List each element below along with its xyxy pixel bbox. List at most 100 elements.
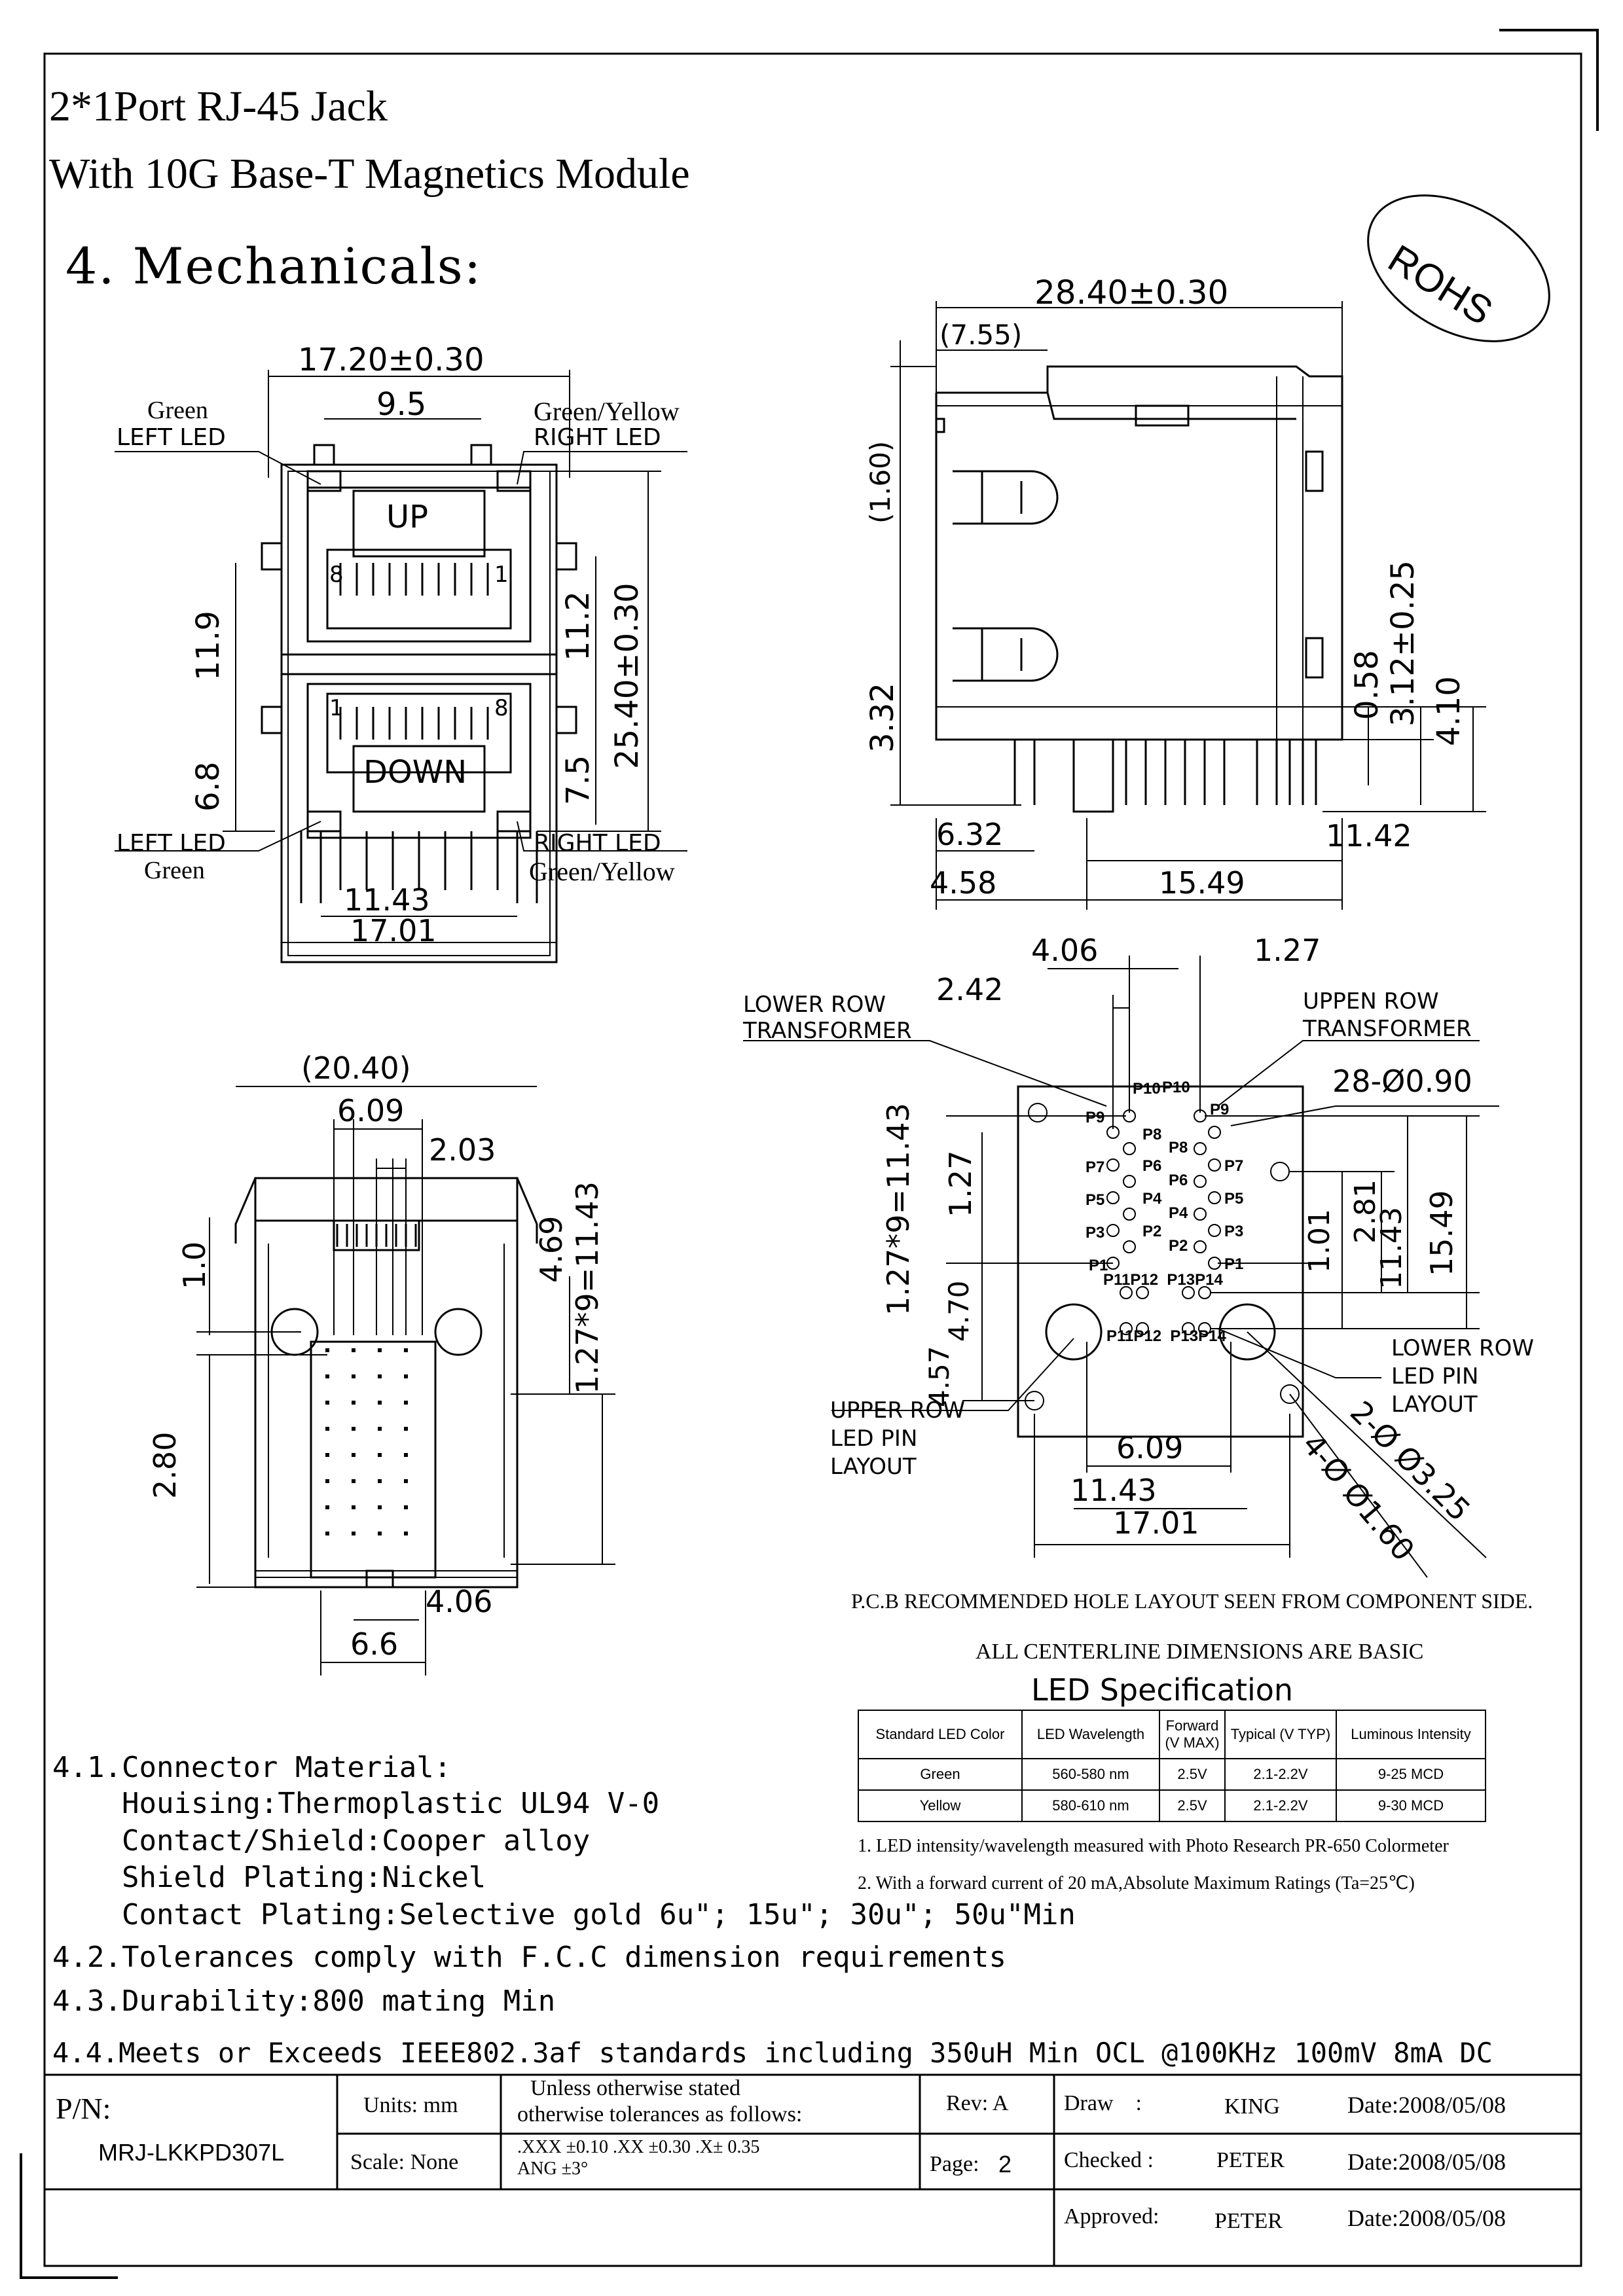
pin-label: P7 — [1085, 1158, 1105, 1176]
pn-value: MRJ-LKKPD307L — [98, 2139, 285, 2166]
approved-name: PETER — [1214, 2209, 1283, 2233]
bottom-dim-20-40: (20.40) — [301, 1050, 411, 1086]
pcb-dim-11-43-h: 11.43 — [1070, 1473, 1157, 1508]
material-line-4: Shield Plating:Nickel — [52, 1861, 486, 1894]
title-line-1: 2*1Port RJ-45 Jack — [49, 82, 388, 130]
upper-row-transformer-l1: UPPEN ROW — [1303, 988, 1439, 1014]
led-cell: 9-30 MCD — [1336, 1789, 1486, 1822]
pin8-down-label: 8 — [494, 695, 509, 721]
lower-row-transformer-l2: TRANSFORMER — [743, 1018, 912, 1044]
led-cell: 2.5V — [1159, 1789, 1226, 1822]
led-header-typical: Typical (V TYP) — [1224, 1710, 1337, 1759]
led-note-1: 1. LED intensity/wavelength measured wit… — [858, 1836, 1449, 1856]
pin-label: P1 — [1089, 1257, 1108, 1274]
right-led-label-top: RIGHT LED — [534, 424, 661, 451]
lower-row-transformer-l1: LOWER ROW — [743, 992, 886, 1018]
green-label-top: Green — [147, 397, 208, 424]
pin8-up-label: 8 — [329, 562, 344, 588]
bottom-dim-2-03: 2.03 — [429, 1132, 496, 1168]
material-line-3: Contact/Shield:Cooper alloy — [52, 1824, 591, 1857]
led-cell: 2.1-2.2V — [1224, 1789, 1337, 1822]
led-cell: 2.1-2.2V — [1224, 1758, 1337, 1791]
pn-label: P/N: — [56, 2092, 111, 2125]
pcb-note-1: P.C.B RECOMMENDED HOLE LAYOUT SEEN FROM … — [851, 1589, 1533, 1613]
side-dim-4-58: 4.58 — [930, 865, 997, 901]
upper-row-led-l2: LED PIN — [830, 1426, 918, 1452]
upper-row-transformer-l2: TRANSFORMER — [1303, 1016, 1472, 1042]
material-line-6: 4.2.Tolerances comply with F.C.C dimensi… — [52, 1941, 1006, 1974]
tolerance-line-2: otherwise tolerances as follows: — [517, 2102, 803, 2126]
pcb-note-2: ALL CENTERLINE DIMENSIONS ARE BASIC — [976, 1640, 1424, 1664]
pcb-dim-1-27-top: 1.27 — [1254, 933, 1321, 968]
pin-label: P2 — [1169, 1237, 1188, 1255]
pin-label: P1 — [1224, 1255, 1244, 1273]
pin-label: P5 — [1085, 1191, 1105, 1209]
led-cell: Yellow — [858, 1789, 1023, 1822]
material-line-5: Contact Plating:Selective gold 6u"; 15u"… — [52, 1898, 1076, 1931]
tolerance-line-1: Unless otherwise stated — [530, 2076, 741, 2100]
title-line-2: With 10G Base-T Magnetics Module — [49, 150, 690, 198]
draw-name: KING — [1224, 2094, 1280, 2119]
checked-name: PETER — [1216, 2148, 1285, 2172]
bottom-dim-4-06: 4.06 — [426, 1584, 493, 1619]
left-led-label-top: LEFT LED — [117, 424, 226, 451]
units-field: Units: mm — [363, 2093, 458, 2117]
led-spec-table: Standard LED Color LED Wavelength Forwar… — [858, 1710, 1486, 1822]
led-pin-label-bottom: P11P12 P13P14 — [1106, 1327, 1226, 1345]
approved-label: Approved: — [1064, 2204, 1159, 2229]
green-yellow-label-bottom: Green/Yellow — [529, 857, 675, 886]
pin-label: P8 — [1142, 1126, 1162, 1143]
led-header-luminous: Luminous Intensity — [1336, 1710, 1486, 1759]
upper-row-led-l3: LAYOUT — [830, 1454, 917, 1480]
section-heading: 4. Mechanicals: — [65, 237, 483, 295]
pin1-down-label: 1 — [329, 695, 344, 721]
led-cell: 560-580 nm — [1021, 1758, 1160, 1791]
led-spec-table-wrap: Standard LED Color LED Wavelength Forwar… — [858, 1710, 1486, 1822]
green-label-bottom: Green — [144, 857, 205, 884]
side-dim-11-42: 11.42 — [1326, 818, 1412, 853]
dim-11-43-front: 11.43 — [344, 882, 430, 918]
page-label: Page: — [930, 2152, 979, 2176]
pin-label: P9 — [1085, 1109, 1105, 1126]
side-dim-15-49: 15.49 — [1159, 865, 1245, 901]
pin-label: P4 — [1169, 1204, 1188, 1222]
draw-label: Draw : — [1064, 2091, 1142, 2115]
pin-label: P5 — [1224, 1190, 1244, 1208]
led-cell: 2.5V — [1159, 1758, 1226, 1791]
front-inner-dim: 9.5 — [376, 386, 427, 423]
pin-label: P2 — [1142, 1223, 1162, 1240]
led-cell: 9-25 MCD — [1336, 1758, 1486, 1791]
port-up-label: UP — [386, 499, 429, 535]
material-line-7: 4.3.Durability:800 mating Min — [52, 1984, 556, 2018]
bottom-dim-6-09: 6.09 — [337, 1093, 405, 1128]
pin1-up-label: 1 — [494, 562, 509, 588]
draw-date: Date:2008/05/08 — [1347, 2092, 1506, 2118]
scale-field: Scale: None — [350, 2150, 459, 2174]
side-width-dim: 28.40±0.30 — [1034, 274, 1229, 312]
pin-label: P6 — [1142, 1157, 1162, 1175]
green-yellow-label-top: Green/Yellow — [534, 397, 680, 426]
checked-label: Checked : — [1064, 2148, 1154, 2172]
approved-date: Date:2008/05/08 — [1347, 2205, 1506, 2231]
pin-label: P8 — [1169, 1139, 1188, 1157]
pin-label: P3 — [1224, 1223, 1244, 1240]
material-line-8: 4.4.Meets or Exceeds IEEE802.3af standar… — [52, 2037, 1493, 2069]
lower-row-led-l2: LED PIN — [1391, 1363, 1479, 1390]
lower-row-led-l1: LOWER ROW — [1391, 1335, 1535, 1361]
port-down-label: DOWN — [363, 754, 467, 791]
pin-label: P10 — [1162, 1079, 1190, 1096]
checked-date: Date:2008/05/08 — [1347, 2149, 1506, 2175]
revision-field: Rev: A — [946, 2091, 1009, 2115]
led-pin-label-top: P11P12 P13P14 — [1103, 1271, 1223, 1289]
pin-label: P4 — [1142, 1190, 1162, 1208]
pin-label: P6 — [1169, 1172, 1188, 1189]
pin-label: P10 — [1133, 1080, 1161, 1098]
right-led-label-bottom: RIGHT LED — [534, 830, 661, 857]
dim-17-01-front: 17.01 — [350, 913, 437, 948]
